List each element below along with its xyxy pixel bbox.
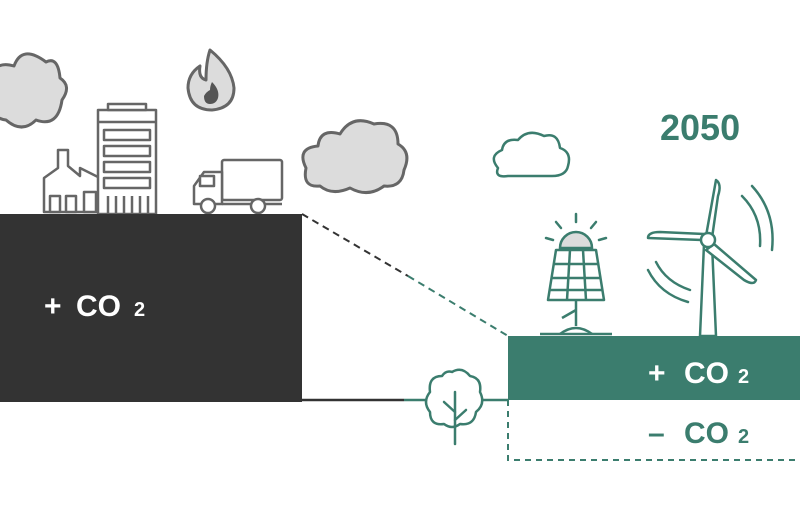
cloud-icon	[0, 52, 68, 129]
sun-icon	[544, 212, 608, 250]
truck-icon	[192, 158, 284, 215]
remaining-emissions-block	[508, 336, 800, 400]
right-minus-co-label: CO	[684, 417, 729, 450]
cloud-icon	[301, 119, 409, 194]
office-building-icon	[96, 102, 158, 216]
left-plus-sign: +	[44, 290, 62, 323]
dashed-connector-green	[407, 275, 509, 337]
emissions-block	[0, 214, 302, 402]
factory-icon	[42, 148, 102, 214]
left-co2-subscript: 2	[134, 299, 145, 321]
removal-dashed-box	[507, 400, 800, 461]
flame-icon	[186, 48, 236, 112]
right-minus-sign: –	[648, 417, 665, 450]
left-co-label: CO	[76, 290, 121, 323]
wind-turbine-icon	[646, 178, 774, 338]
solar-panel-icon	[540, 248, 612, 336]
right-plus-sign: +	[648, 357, 666, 390]
dashed-connector-dark	[301, 213, 409, 277]
right-plus-co2-subscript: 2	[738, 366, 749, 388]
right-minus-co2-subscript: 2	[738, 426, 749, 448]
cloud-icon	[492, 131, 571, 178]
tree-icon	[424, 368, 484, 446]
year-label: 2050	[660, 107, 740, 148]
right-plus-co-label: CO	[684, 357, 729, 390]
